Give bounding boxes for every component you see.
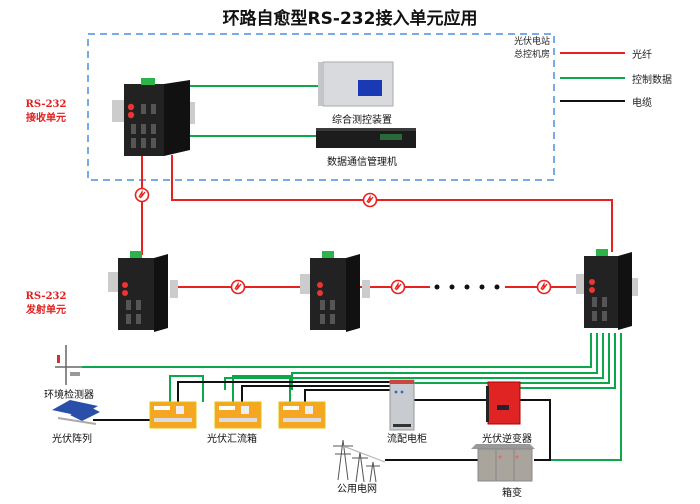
transmitter-unit-device-3[interactable] bbox=[576, 249, 638, 330]
combiner-box-label: 光伏汇流箱 bbox=[207, 434, 257, 445]
control-room-label-line2: 总控机房 bbox=[513, 50, 550, 60]
distribution-cabinet-device[interactable] bbox=[389, 379, 415, 431]
receiver-unit-label: RS-232 接收单元 bbox=[14, 98, 78, 126]
fiber-break-icon bbox=[536, 279, 552, 295]
integrated-control-device[interactable] bbox=[318, 61, 394, 107]
box-transformer-label: 箱变 bbox=[502, 488, 522, 499]
env-monitor-device[interactable] bbox=[55, 345, 82, 385]
receiver-unit-label-line2: 接收单元 bbox=[26, 113, 66, 124]
control-room-label-line1: 光伏电站 bbox=[513, 37, 550, 47]
receiver-unit-device[interactable] bbox=[112, 78, 195, 156]
transmitter-unit-label-line2: 发射单元 bbox=[26, 305, 66, 316]
fiber-break-icon bbox=[390, 279, 406, 295]
fiber-break-icon bbox=[230, 279, 246, 295]
combiner-box-2[interactable] bbox=[214, 401, 262, 429]
transmitter-unit-device-2[interactable] bbox=[300, 251, 370, 332]
control-room-boundary bbox=[87, 33, 555, 181]
public-grid-label: 公用电网 bbox=[337, 484, 377, 495]
data-comm-manager-device[interactable] bbox=[316, 128, 416, 148]
fiber-links bbox=[141, 155, 613, 288]
fiber-break-icon bbox=[362, 192, 378, 208]
transmitter-unit-label: RS-232 发射单元 bbox=[14, 290, 78, 318]
diagram-title: 环路自愈型RS-232接入单元应用 bbox=[222, 9, 478, 29]
transmitter-unit-label-line1: RS-232 bbox=[25, 291, 67, 302]
pv-array-device[interactable] bbox=[52, 400, 100, 425]
public-grid-device[interactable] bbox=[333, 439, 386, 483]
integrated-control-label: 综合测控装置 bbox=[332, 115, 392, 126]
data-comm-manager-label: 数据通信管理机 bbox=[327, 157, 397, 168]
box-transformer-device[interactable] bbox=[471, 444, 535, 482]
env-monitor-label: 环境检测器 bbox=[44, 390, 94, 401]
combiner-box-3[interactable] bbox=[278, 401, 326, 429]
transmitter-unit-device-1[interactable] bbox=[108, 251, 178, 332]
combiner-box-1[interactable] bbox=[149, 401, 197, 429]
chain-continuation-dots bbox=[434, 284, 500, 290]
cable-links bbox=[93, 381, 551, 461]
pv-array-label: 光伏阵列 bbox=[52, 434, 92, 445]
control-room-label: 光伏电站 总控机房 bbox=[470, 36, 550, 62]
pv-inverter-label: 光伏逆变器 bbox=[482, 434, 532, 445]
distribution-cabinet-label: 流配电柜 bbox=[387, 434, 427, 445]
legend-label-fiber: 光纤 bbox=[632, 50, 652, 61]
fiber-break-icon bbox=[134, 187, 150, 203]
receiver-unit-label-line1: RS-232 bbox=[25, 99, 67, 110]
legend-label-cable: 电缆 bbox=[632, 98, 652, 109]
pv-inverter-device[interactable] bbox=[486, 381, 521, 425]
legend-label-control: 控制数据 bbox=[632, 75, 672, 86]
